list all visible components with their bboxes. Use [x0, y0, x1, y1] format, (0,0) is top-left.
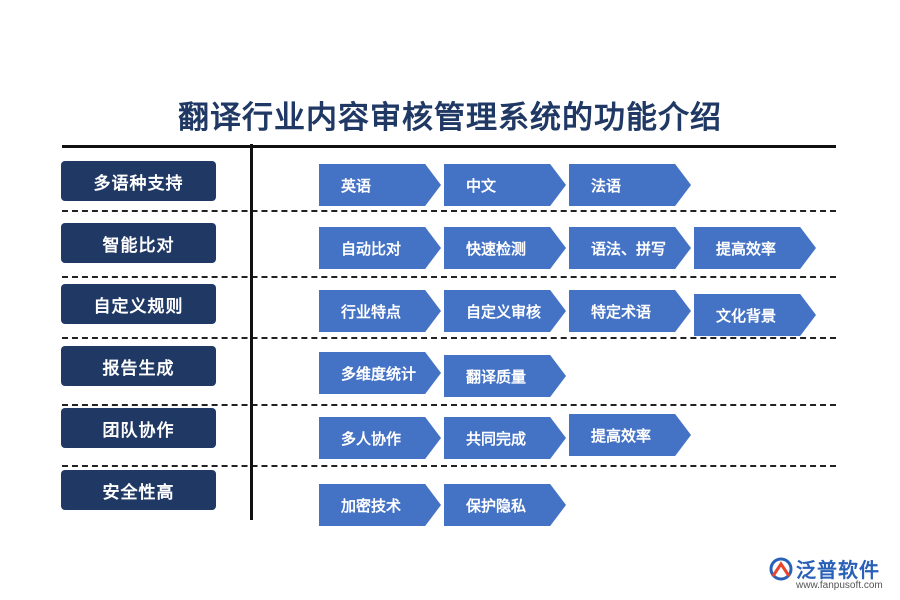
feature-chip: 多人协作: [319, 417, 441, 459]
feature-chip: 特定术语: [569, 290, 691, 332]
feature-chip: 行业特点: [319, 290, 441, 332]
feature-chip: 提高效率: [694, 227, 816, 269]
feature-chip: 加密技术: [319, 484, 441, 526]
feature-chip: 中文: [444, 164, 566, 206]
feature-row-teamwork: 团队协作 多人协作 共同完成 提高效率: [0, 408, 900, 459]
feature-chip: 保护隐私: [444, 484, 566, 526]
row-divider: [62, 210, 836, 212]
feature-chip: 多维度统计: [319, 352, 441, 394]
feature-chip: 文化背景: [694, 294, 816, 336]
feature-chip: 自定义审核: [444, 290, 566, 332]
feature-chip: 法语: [569, 164, 691, 206]
feature-chip: 翻译质量: [444, 355, 566, 397]
category-label: 安全性高: [61, 470, 216, 510]
vertical-divider: [250, 144, 253, 520]
feature-row-custom-rules: 自定义规则 行业特点 自定义审核 特定术语 文化背景: [0, 284, 900, 336]
feature-row-multilingual: 多语种支持 英语 中文 法语: [0, 161, 900, 207]
feature-row-security: 安全性高 加密技术 保护隐私: [0, 470, 900, 526]
feature-row-report: 报告生成 多维度统计 翻译质量: [0, 346, 900, 397]
feature-chip: 提高效率: [569, 414, 691, 456]
feature-row-smart-compare: 智能比对 自动比对 快速检测 语法、拼写 提高效率: [0, 223, 900, 269]
top-divider: [62, 145, 836, 148]
feature-chip: 共同完成: [444, 417, 566, 459]
feature-chip: 英语: [319, 164, 441, 206]
row-divider: [62, 465, 836, 467]
feature-chip: 自动比对: [319, 227, 441, 269]
feature-chip: 快速检测: [444, 227, 566, 269]
category-label: 智能比对: [61, 223, 216, 263]
category-label: 自定义规则: [61, 284, 216, 324]
page-title: 翻译行业内容审核管理系统的功能介绍: [178, 100, 722, 136]
brand-url: www.fanpusoft.com: [796, 580, 883, 591]
category-label: 团队协作: [61, 408, 216, 448]
category-label: 报告生成: [61, 346, 216, 386]
row-divider: [62, 337, 836, 339]
brand-logo: 泛普软件 www.fanpusoft.com: [766, 552, 896, 596]
brand-name: 泛普软件: [796, 558, 880, 582]
row-divider: [62, 404, 836, 406]
category-label: 多语种支持: [61, 161, 216, 201]
feature-chip: 语法、拼写: [569, 227, 691, 269]
row-divider: [62, 276, 836, 278]
brand-logo-icon: [769, 557, 793, 581]
